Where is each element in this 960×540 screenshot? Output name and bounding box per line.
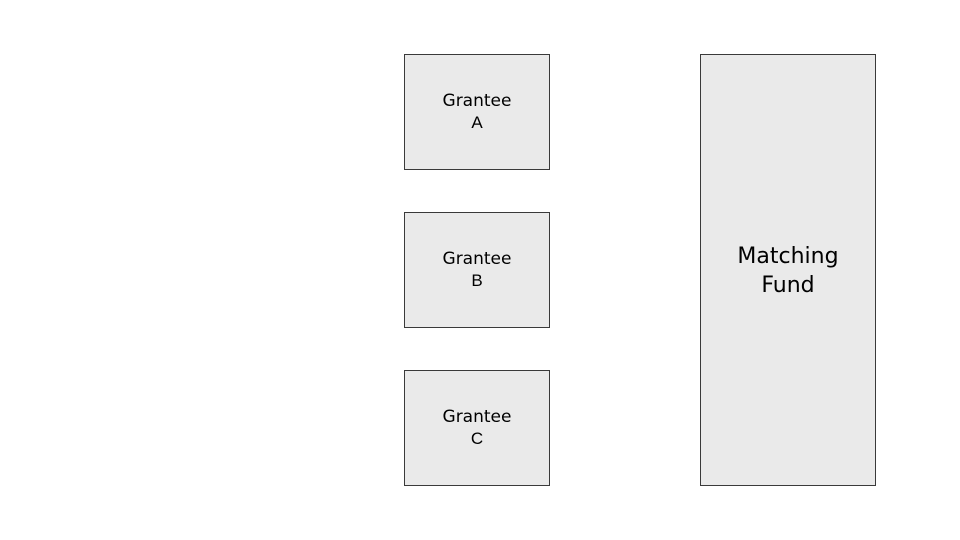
matching-fund-label-line1: Matching bbox=[737, 244, 839, 269]
matching-fund-label-line2: Fund bbox=[761, 273, 815, 298]
grantee-a-label-line1: Grantee bbox=[442, 91, 512, 111]
grantee-a-label-line2: A bbox=[471, 113, 483, 132]
grantee-b-label-line1: Grantee bbox=[442, 249, 512, 269]
matching-fund-box: Matching Fund bbox=[700, 54, 876, 486]
grantee-a-box: Grantee A bbox=[404, 54, 550, 170]
grantee-c-label-line1: Grantee bbox=[442, 407, 512, 427]
grantee-b-box: Grantee B bbox=[404, 212, 550, 328]
grantee-b-label-line2: B bbox=[471, 271, 483, 290]
grantee-c-label-line2: C bbox=[470, 429, 484, 448]
grantee-c-box: Grantee C bbox=[404, 370, 550, 486]
